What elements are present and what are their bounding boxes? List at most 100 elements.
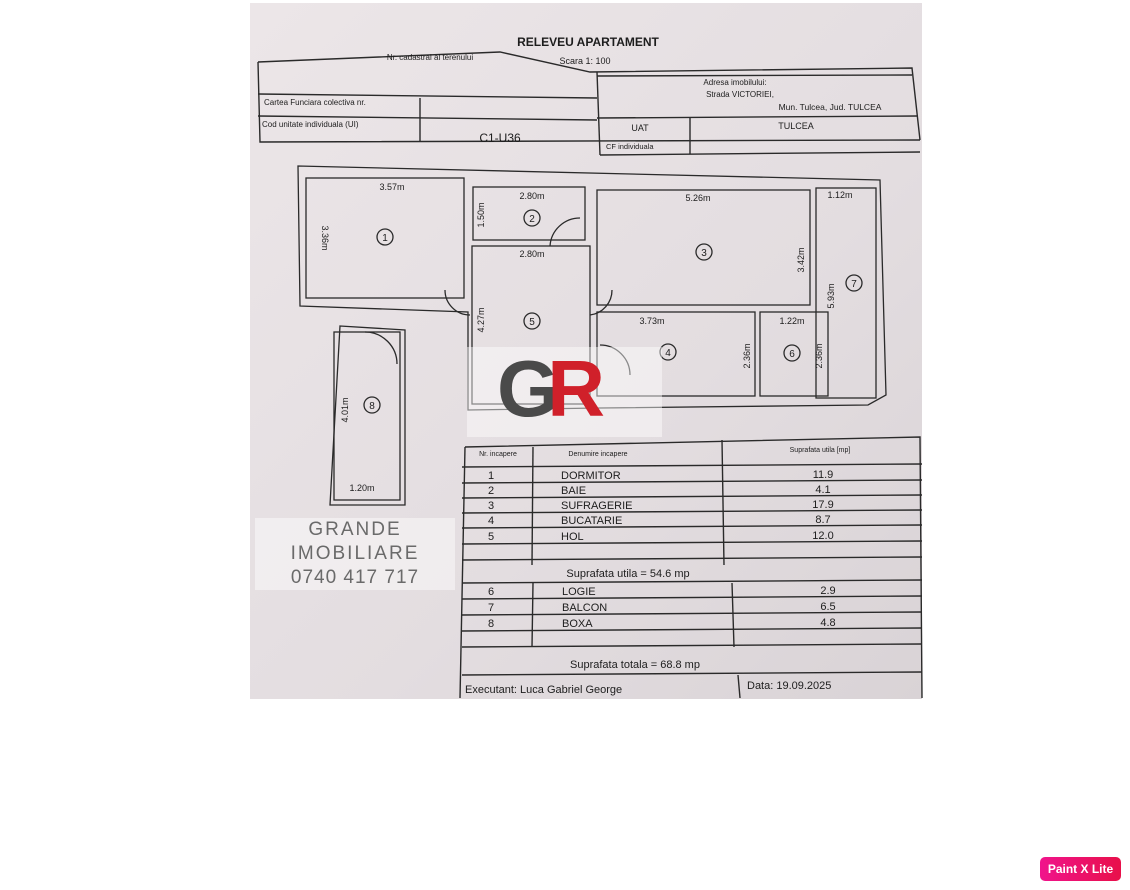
- room-marker-6: [783, 344, 801, 362]
- header-grid: [257, 51, 921, 156]
- room-marker-2: [523, 209, 541, 227]
- room-nr: 6: [488, 586, 494, 598]
- dim-r3-w: 5.26m: [685, 193, 710, 203]
- area-table: [459, 436, 923, 699]
- room-marker-1: [376, 228, 394, 246]
- room-nr: 8: [488, 618, 494, 630]
- room-area: 6.5: [820, 601, 835, 613]
- table-rule: [461, 556, 923, 561]
- room-name: HOL: [561, 531, 584, 543]
- cadastral-label: Nr. cadastral al terenului: [387, 53, 473, 62]
- col-name-header: Denumire incapere: [568, 451, 627, 458]
- total-area: Suprafata totala = 68.8 mp: [570, 659, 700, 671]
- dim-r8-w: 1.20m: [349, 483, 374, 493]
- uat-label: UAT: [631, 123, 649, 133]
- room-name: SUFRAGERIE: [561, 500, 633, 512]
- table-rule: [461, 524, 923, 529]
- document-title: RELEVEU APARTAMENT: [517, 35, 659, 49]
- room-nr: 1: [488, 470, 494, 482]
- table-row: 2 BAIE 4.1: [488, 484, 831, 497]
- dim-r4-h: 2.36m: [742, 343, 752, 368]
- dim-r2-w: 2.80m: [519, 191, 544, 201]
- table-rule: [461, 627, 923, 632]
- adresa-line1: Strada VICTORIEI,: [706, 90, 774, 99]
- room-area: 12.0: [812, 530, 833, 542]
- dim-r7-w: 1.12m: [827, 190, 852, 200]
- floor-plan: [297, 165, 887, 506]
- agency-watermark-text: GRANDE IMOBILIARE 0740 417 717: [255, 518, 455, 590]
- carte-funciara-label: Cartea Funciara colectiva nr.: [264, 98, 366, 107]
- room-marker-8: [363, 396, 381, 414]
- dim-r8-h: 4.01m: [340, 397, 350, 422]
- table-rule: [461, 509, 923, 514]
- table-row: 6 LOGIE 2.9: [488, 585, 836, 598]
- scale-label: Scara 1: 100: [559, 56, 610, 66]
- table-rule: [461, 643, 923, 648]
- document-photo: [250, 3, 922, 699]
- room-marker-3: [695, 243, 713, 261]
- dim-r6-h: 2.36m: [814, 343, 824, 368]
- room-name: BUCATARIE: [561, 515, 622, 527]
- col-area-header: Suprafata utila [mp]: [790, 447, 851, 454]
- room-area: 2.9: [820, 585, 835, 597]
- cod-ui-label: Cod unitate individuala (UI): [262, 120, 359, 129]
- room-name: DORMITOR: [561, 470, 621, 482]
- table-rule: [461, 540, 923, 545]
- room-nr: 4: [488, 515, 494, 527]
- room-area: 4.1: [815, 484, 830, 496]
- subtotal-area: Suprafata utila = 54.6 mp: [566, 568, 689, 580]
- watermark-phone: 0740 417 717: [290, 567, 420, 588]
- adresa-line2: Mun. Tulcea, Jud. TULCEA: [779, 102, 882, 112]
- table-row: 4 BUCATARIE 8.7: [488, 514, 831, 527]
- executant: Executant: Luca Gabriel George: [465, 684, 622, 696]
- room-marker-4: [659, 343, 677, 361]
- room-area: 4.8: [820, 617, 835, 629]
- paint-x-lite-badge[interactable]: Paint X Lite: [1040, 857, 1121, 881]
- table-rule: [461, 579, 923, 584]
- room-area: 17.9: [812, 499, 833, 511]
- room-area: 8.7: [815, 514, 830, 526]
- room-name: BAIE: [561, 485, 586, 497]
- document-date: Data: 19.09.2025: [747, 680, 831, 692]
- room-number: 1: [382, 233, 388, 244]
- dim-r1-h: 3.36m: [320, 225, 330, 250]
- room-number: 4: [665, 348, 671, 359]
- table-rule: [461, 671, 923, 676]
- room-dimensions: 3.57m 3.36m 2.80m 1.50m 2.80m 4.27m 5.26…: [320, 182, 853, 493]
- room-number: 5: [529, 317, 535, 328]
- dim-r5-w: 2.80m: [519, 249, 544, 259]
- table-row: 5 HOL 12.0: [488, 530, 834, 543]
- room-name: LOGIE: [562, 586, 596, 598]
- table-rule: [461, 595, 923, 600]
- table-row: 3 SUFRAGERIE 17.9: [488, 499, 834, 512]
- watermark-line1: GRANDE: [308, 519, 402, 540]
- table-rule: [461, 479, 923, 484]
- room-nr: 2: [488, 485, 494, 497]
- room-marker-5: [523, 312, 541, 330]
- table-rule: [461, 611, 923, 616]
- dim-r2-h: 1.50m: [476, 202, 486, 227]
- adresa-label: Adresa imobilului:: [703, 78, 766, 87]
- room-name: BALCON: [562, 602, 607, 614]
- dim-r7-h: 5.93m: [826, 283, 836, 308]
- dim-r1-w: 3.57m: [379, 182, 404, 192]
- agency-watermark: GR: [467, 347, 662, 437]
- room-nr: 7: [488, 602, 494, 614]
- room-number: 3: [701, 248, 707, 259]
- dim-r6-w: 1.22m: [779, 316, 804, 326]
- dim-r3-h: 3.42m: [796, 247, 806, 272]
- dim-r5-h: 4.27m: [476, 307, 486, 332]
- room-number: 2: [529, 214, 535, 225]
- cod-ui-value: C1-U36: [479, 131, 521, 145]
- cf-label: CF individuala: [606, 142, 654, 151]
- col-nr-header: Nr. incapere: [479, 451, 517, 458]
- room-nr: 3: [488, 500, 494, 512]
- room-nr: 5: [488, 531, 494, 543]
- room-marker-7: [845, 274, 863, 292]
- table-rule: [461, 494, 923, 499]
- room-number: 7: [851, 279, 857, 290]
- table-rule: [461, 463, 923, 468]
